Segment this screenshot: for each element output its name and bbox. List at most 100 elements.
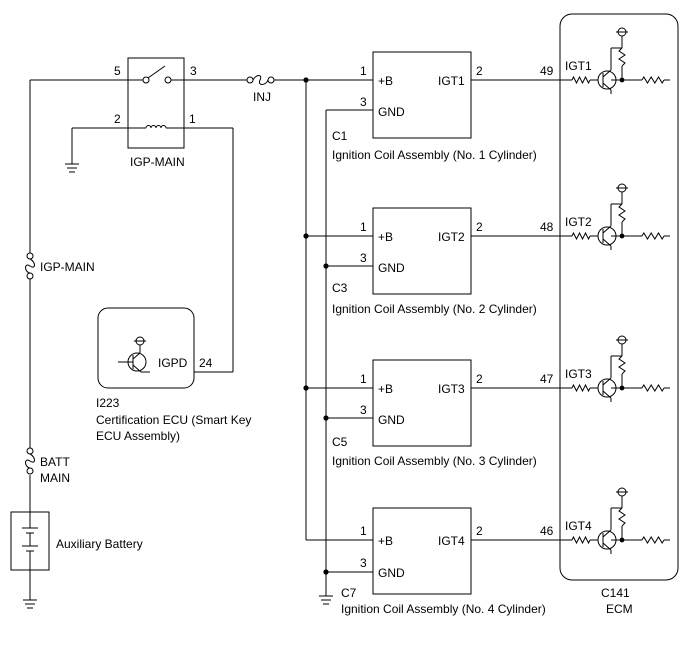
coil-1-pin-b: 1	[360, 64, 367, 78]
coil-1-pin-igt: 2	[476, 64, 483, 78]
coil-2-ecm-pin: 48	[540, 220, 554, 234]
coil-2-connector: C3	[332, 281, 348, 295]
batt-main-fuse-label-2: MAIN	[40, 471, 70, 485]
ignition-coil-2: 1 3 +B GND IGT2 2 48 C3 Ignition Coil As…	[332, 207, 560, 316]
coil-2-name: Ignition Coil Assembly (No. 2 Cylinder)	[332, 302, 537, 316]
inj-fuse: INJ	[184, 75, 306, 104]
coil-1-pin-gnd: 3	[360, 95, 367, 109]
relay-label: IGP-MAIN	[130, 155, 185, 169]
coil-4-ecm-pin: 46	[540, 524, 554, 538]
coil-2-pin-igt: 2	[476, 220, 483, 234]
ecm-pullup-resistor	[618, 47, 626, 67]
ground-bus	[319, 109, 373, 605]
ecm-module: C141 ECM	[559, 13, 679, 616]
ecm-driver-2: IGT2	[560, 183, 670, 250]
ecm-pin-label: IGT4	[565, 519, 592, 533]
ecm-sense-resistor	[641, 384, 665, 392]
ecm-sense-resistor	[641, 232, 665, 240]
ecm-transistor-emitter	[602, 542, 612, 551]
ecm-label: ECM	[606, 602, 633, 616]
ecm-transistor-emitter	[602, 82, 612, 91]
coil-3-connector: C5	[332, 435, 348, 449]
coil-1-ecm-pin: 49	[540, 64, 554, 78]
certification-ecu: IGPD 24 I223 Certification ECU (Smart Ke…	[96, 307, 251, 443]
coil-1-connector: C1	[332, 129, 348, 143]
ecu-name-2: ECU Assembly)	[96, 429, 180, 443]
coil-2-gnd-label: GND	[378, 261, 405, 275]
inj-fuse-label: INJ	[253, 90, 271, 104]
ecm-input-resistor	[571, 535, 591, 545]
ecm-pullup-resistor	[618, 203, 626, 223]
ecm-pullup-resistor	[618, 355, 626, 375]
coil-3-b-label: +B	[378, 382, 393, 396]
relay-pin-5: 5	[114, 64, 121, 78]
relay-pin-2: 2	[114, 112, 121, 126]
batt-main-fuse: BATT MAIN	[25, 447, 70, 485]
coil-4-pin-b: 1	[360, 524, 367, 538]
ecm-transistor-emitter	[602, 238, 612, 247]
coil-2-b-label: +B	[378, 230, 393, 244]
auxiliary-battery-label: Auxiliary Battery	[56, 537, 143, 551]
ignition-coil-1: 1 3 +B GND IGT1 2 49 C1 Ignition Coil As…	[332, 51, 560, 162]
ignition-coil-4: 1 3 +B GND IGT4 2 46 C7 Ignition Coil As…	[341, 507, 560, 616]
ecm-driver-4: IGT4	[560, 487, 670, 554]
ecu-igpd-label: IGPD	[158, 356, 188, 370]
igpd-signal-wire	[184, 127, 234, 373]
ecm-input-resistor	[571, 231, 591, 241]
coil-4-name: Ignition Coil Assembly (No. 4 Cylinder)	[341, 602, 546, 616]
ground-symbol	[23, 599, 37, 609]
coil-3-ecm-pin: 47	[540, 372, 554, 386]
ecu-name-1: Certification ECU (Smart Key	[96, 413, 251, 427]
ecu-pin-24: 24	[199, 356, 213, 370]
ecm-input-resistor	[571, 75, 591, 85]
ecm-sense-resistor	[641, 76, 665, 84]
ecm-transistor-emitter	[602, 390, 612, 399]
battery-feed-wire	[29, 79, 128, 600]
coil-2-igt-label: IGT2	[438, 230, 465, 244]
coil-4-pin-gnd: 3	[360, 556, 367, 570]
coil-1-gnd-label: GND	[378, 105, 405, 119]
batt-main-fuse-label-1: BATT	[40, 455, 70, 469]
ignition-coil-3: 1 3 +B GND IGT3 2 47 C5 Ignition Coil As…	[332, 359, 560, 468]
coil-4-gnd-label: GND	[378, 566, 405, 580]
coil-2-pin-b: 1	[360, 220, 367, 234]
ecm-sense-resistor	[641, 536, 665, 544]
ecm-pin-label: IGT1	[565, 59, 592, 73]
coil-3-igt-label: IGT3	[438, 382, 465, 396]
ecm-driver-3: IGT3	[560, 335, 670, 402]
ecm-transistor-collector	[602, 377, 612, 386]
coil-4-connector: C7	[341, 586, 357, 600]
ecu-connector: I223	[96, 396, 120, 410]
ecm-connector: C141	[601, 586, 630, 600]
coil-3-pin-igt: 2	[476, 372, 483, 386]
coil-3-pin-gnd: 3	[360, 403, 367, 417]
auxiliary-battery: Auxiliary Battery	[10, 511, 143, 571]
coil-1-b-label: +B	[378, 74, 393, 88]
coil-1-name: Ignition Coil Assembly (No. 1 Cylinder)	[332, 148, 537, 162]
coil-2-pin-gnd: 3	[360, 251, 367, 265]
relay-coil-ground-wire	[65, 127, 128, 173]
relay-pin-3: 3	[190, 64, 197, 78]
igp-main-fuse-label: IGP-MAIN	[40, 260, 95, 274]
coil-3-pin-b: 1	[360, 372, 367, 386]
igp-main-relay: 5 3 2 1 IGP-MAIN	[114, 57, 197, 169]
ecm-transistor-collector	[602, 69, 612, 78]
ecm-transistor-collector	[602, 529, 612, 538]
coil-4-pin-igt: 2	[476, 524, 483, 538]
ecm-driver-1: IGT1	[560, 27, 670, 94]
igp-main-fuse: IGP-MAIN	[25, 252, 95, 280]
ecm-pin-label: IGT3	[565, 367, 592, 381]
plus-b-bus	[303, 77, 373, 541]
coil-3-gnd-label: GND	[378, 413, 405, 427]
ecm-pullup-resistor	[618, 507, 626, 527]
ecm-transistor-collector	[602, 225, 612, 234]
ecm-pin-label: IGT2	[565, 215, 592, 229]
coil-4-igt-label: IGT4	[438, 534, 465, 548]
coil-1-igt-label: IGT1	[438, 74, 465, 88]
ecm-input-resistor	[571, 383, 591, 393]
relay-pin-1: 1	[189, 112, 196, 126]
coil-4-b-label: +B	[378, 534, 393, 548]
coil-3-name: Ignition Coil Assembly (No. 3 Cylinder)	[332, 454, 537, 468]
